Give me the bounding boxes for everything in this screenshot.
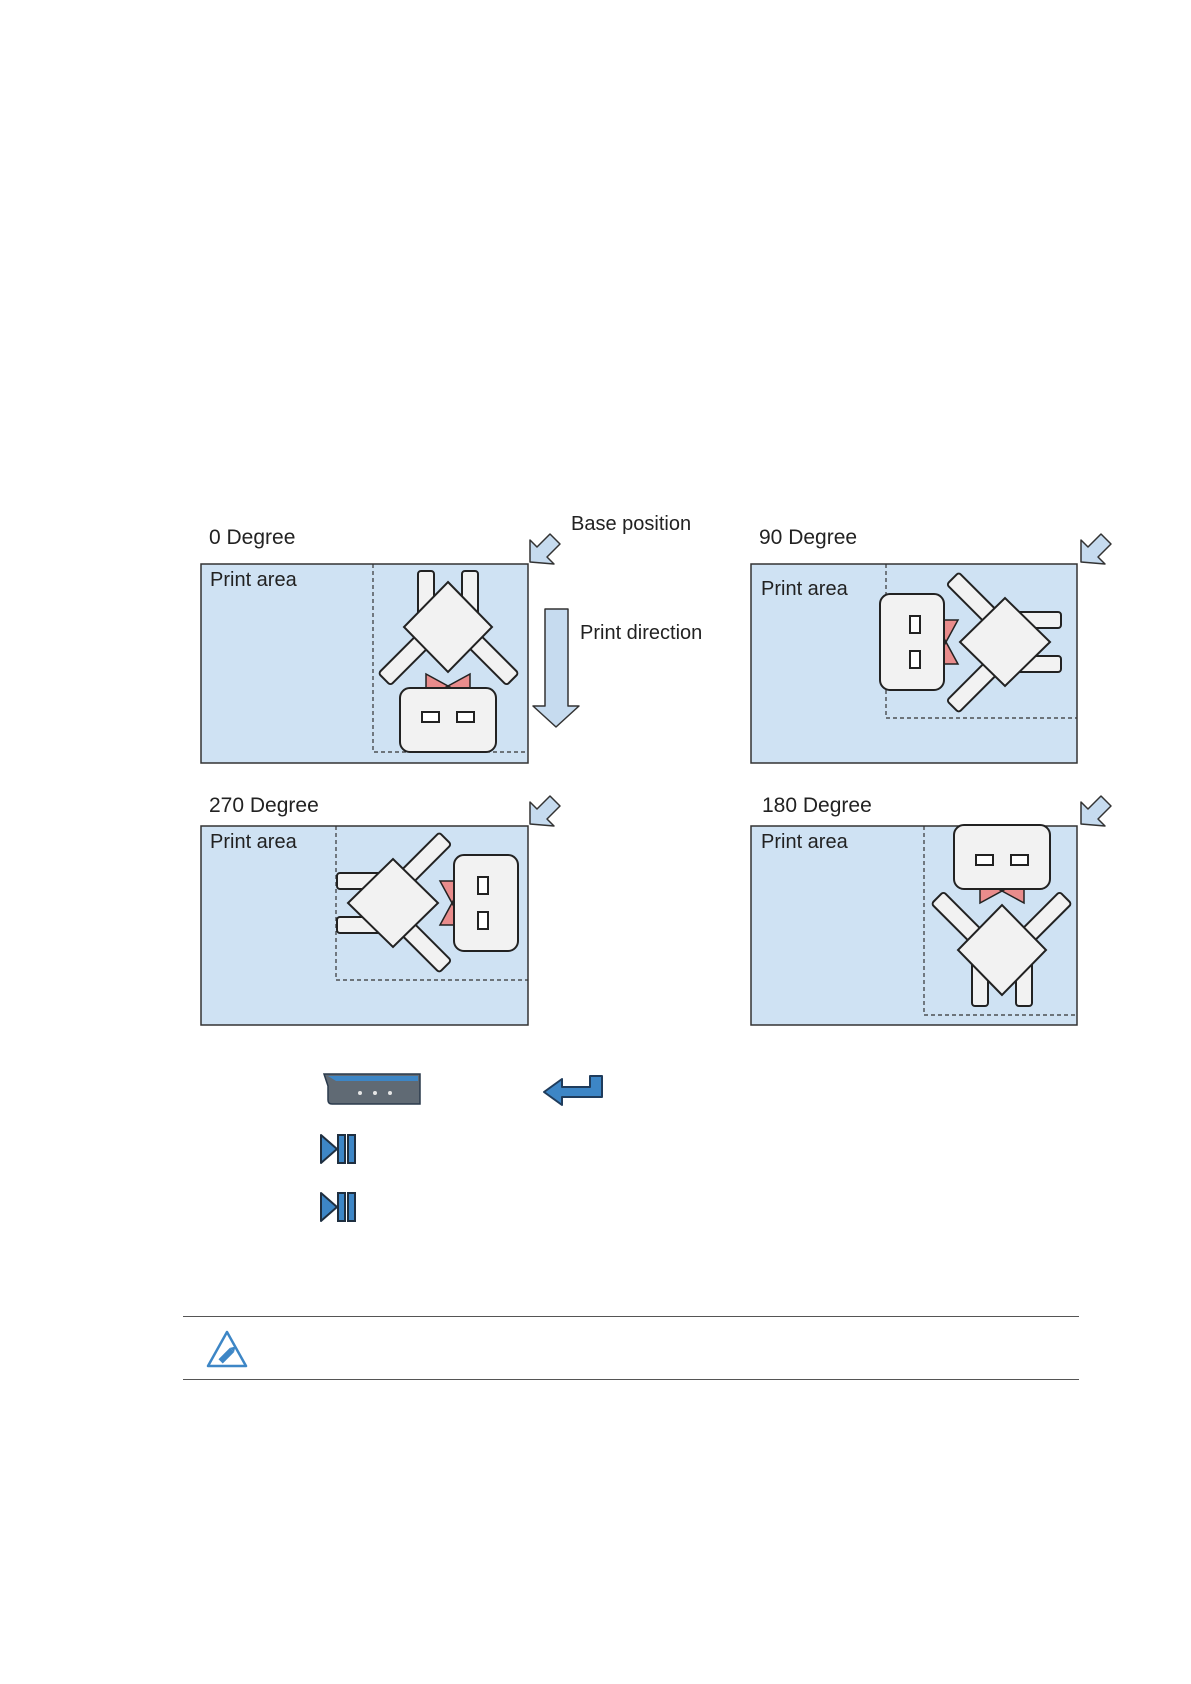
play-pause-icon — [318, 1132, 358, 1166]
base-position-arrow-icon — [530, 796, 560, 826]
panel-180-degree: 180 Degree Print area — [751, 794, 1111, 1025]
panel-title: 270 Degree — [209, 794, 319, 817]
panel-title: 0 Degree — [209, 526, 295, 549]
print-direction-arrow-icon — [533, 609, 579, 727]
print-area-label: Print area — [210, 569, 298, 591]
panel-270-degree: 270 Degree Print area — [201, 794, 560, 1025]
print-direction-label: Print direction — [580, 622, 702, 644]
base-position-arrow-icon — [1081, 534, 1111, 564]
print-area-label: Print area — [761, 578, 849, 600]
base-position-label: Base position — [571, 513, 691, 535]
print-area-label: Print area — [761, 831, 849, 853]
base-position-arrow-icon — [1081, 796, 1111, 826]
enter-icon — [540, 1072, 606, 1108]
print-orientation-diagram: 0 Degree Print area Base position Print … — [0, 0, 1191, 1100]
panel-title: 90 Degree — [759, 526, 857, 549]
panel-90-degree: 90 Degree Print area — [751, 526, 1111, 763]
play-pause-icon — [318, 1190, 358, 1224]
menu-bar-icon — [320, 1070, 425, 1108]
note-block — [183, 1316, 1079, 1380]
print-area-label: Print area — [210, 831, 298, 853]
panel-title: 180 Degree — [762, 794, 872, 817]
base-position-arrow-icon — [530, 534, 560, 564]
note-pencil-icon — [205, 1329, 249, 1369]
panel-0-degree: 0 Degree Print area — [201, 526, 560, 763]
